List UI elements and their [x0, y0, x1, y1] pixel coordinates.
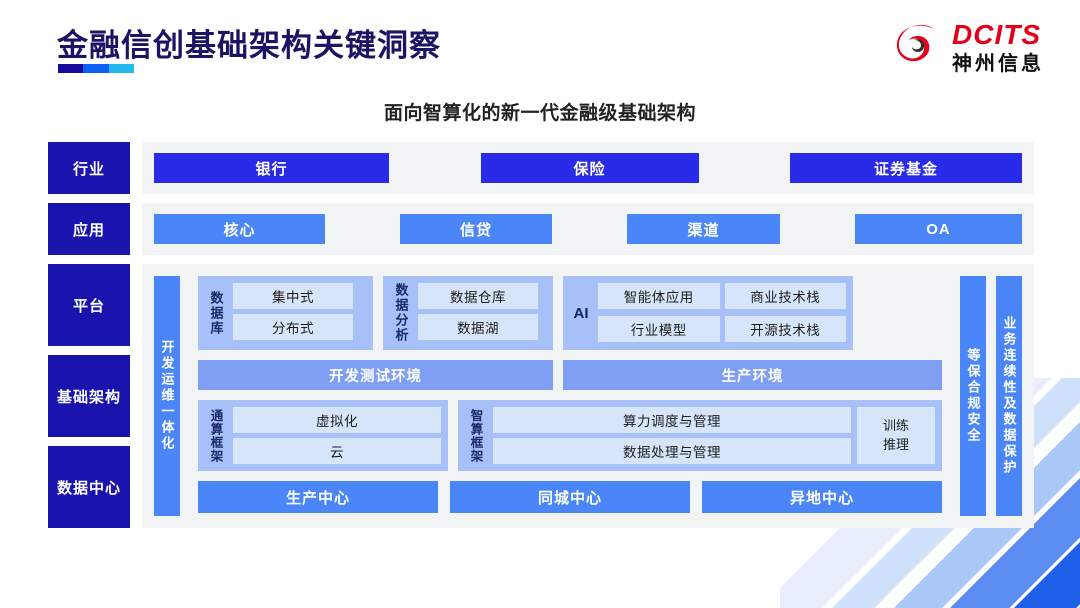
cell-inference-label: 推理: [882, 436, 909, 452]
main-architecture-panel: 开发运维一体化 数据库 集中式 分布式 数据分析: [142, 264, 1034, 528]
capability-groups-row: 数据库 集中式 分布式 数据分析 数据仓库 数据湖: [198, 276, 942, 350]
row-label-application: 应用: [48, 203, 130, 255]
platform-infra-datacenter-block: 平台 基础架构 数据中心 开发运维一体化 数据库 集中式 分布式: [48, 264, 1034, 528]
framework-intelligent-compute: 智算框架 算力调度与管理 数据处理与管理 训练 推理: [458, 400, 942, 471]
row-label-infrastructure: 基础架构: [48, 355, 130, 437]
group-cells-database: 集中式 分布式: [233, 283, 366, 343]
environment-dev-test[interactable]: 开发测试环境: [198, 360, 553, 390]
cell-centralized[interactable]: 集中式: [233, 283, 353, 309]
group-cells-ai: 智能体应用 商业技术栈 行业模型 开源技术栈: [598, 283, 846, 343]
group-ai: AI 智能体应用 商业技术栈 行业模型 开源技术栈: [563, 276, 853, 350]
application-item-credit[interactable]: 信贷: [400, 214, 552, 244]
panel-center-column: 数据库 集中式 分布式 数据分析 数据仓库 数据湖: [198, 276, 942, 516]
center-remote[interactable]: 异地中心: [702, 481, 942, 513]
cell-training-inference[interactable]: 训练 推理: [857, 407, 935, 464]
group-title-data-analytics: 数据分析: [393, 283, 409, 343]
title-underline-rule: [58, 64, 134, 73]
row-label-industry: 行业: [48, 142, 130, 194]
framework-inner-intelligent-compute: 算力调度与管理 数据处理与管理 训练 推理: [493, 407, 935, 464]
application-item-channel[interactable]: 渠道: [627, 214, 780, 244]
brand-logo: DCITS 神州信息: [890, 20, 1044, 74]
datacenter-centers-row: 生产中心 同城中心 异地中心: [198, 481, 942, 513]
rule-segment-1: [58, 64, 84, 73]
stacked-row-labels: 平台 基础架构 数据中心: [48, 264, 130, 528]
vertical-bar-compliance-security[interactable]: 等保合规安全: [960, 276, 986, 516]
frameworks-row: 通算框架 虚拟化 云 智算框架 算力调度与管理 数据处理与: [198, 400, 942, 471]
rule-segment-3: [108, 64, 134, 73]
rule-segment-2: [83, 64, 109, 73]
cell-training-label: 训练: [882, 417, 909, 433]
cell-commercial-tech-stack[interactable]: 商业技术栈: [724, 283, 846, 309]
environments-row: 开发测试环境 生产环境: [198, 360, 942, 390]
group-data-analytics: 数据分析 数据仓库 数据湖: [383, 276, 553, 350]
cell-industry-model[interactable]: 行业模型: [598, 315, 720, 342]
framework-cells-intelligent-compute: 算力调度与管理 数据处理与管理: [493, 407, 851, 464]
subtitle: 面向智算化的新一代金融级基础架构: [383, 103, 696, 124]
logo-chinese: 神州信息: [952, 52, 1044, 75]
industry-item-securities-fund[interactable]: 证券基金: [790, 153, 1022, 183]
cell-cloud[interactable]: 云: [233, 438, 441, 464]
application-row: 应用 核心 信贷 渠道 OA: [48, 203, 1034, 255]
application-item-oa[interactable]: OA: [855, 214, 1022, 244]
industry-item-insurance[interactable]: 保险: [480, 153, 699, 183]
row-label-datacenter: 数据中心: [48, 446, 130, 528]
dcits-swirl-logo-icon: [890, 20, 944, 74]
architecture-diagram: 行业 银行 保险 证券基金 应用 核心 信贷 渠道 OA 平台 基础架构 数据中…: [48, 142, 1034, 528]
center-production[interactable]: 生产中心: [198, 481, 438, 513]
cell-distributed[interactable]: 分布式: [233, 314, 353, 340]
environment-production[interactable]: 生产环境: [563, 360, 942, 390]
cell-data-processing-management[interactable]: 数据处理与管理: [493, 438, 851, 464]
framework-title-general-compute: 通算框架: [208, 408, 223, 463]
cell-open-source-tech-stack[interactable]: 开源技术栈: [724, 315, 846, 342]
cell-compute-scheduling-management[interactable]: 算力调度与管理: [493, 407, 851, 433]
application-row-body: 核心 信贷 渠道 OA: [142, 203, 1034, 255]
industry-row-body: 银行 保险 证券基金: [142, 142, 1034, 194]
group-title-database: 数据库: [208, 290, 224, 336]
page-title: 金融信创基础架构关键洞察: [57, 28, 441, 63]
framework-general-compute: 通算框架 虚拟化 云: [198, 400, 448, 471]
logo-text: DCITS 神州信息: [952, 18, 1044, 75]
group-database: 数据库 集中式 分布式: [198, 276, 373, 350]
group-cells-data-analytics: 数据仓库 数据湖: [418, 283, 546, 343]
vertical-bar-business-continuity-data-protection[interactable]: 业务连续性及数据保护: [996, 276, 1022, 516]
vertical-bar-devops[interactable]: 开发运维一体化: [154, 276, 180, 516]
cell-data-lake[interactable]: 数据湖: [418, 314, 538, 340]
framework-cells-general-compute: 虚拟化 云: [233, 407, 441, 464]
cell-agent-application[interactable]: 智能体应用: [598, 283, 720, 309]
center-same-city[interactable]: 同城中心: [450, 481, 690, 513]
application-item-core[interactable]: 核心: [154, 214, 325, 244]
row-label-platform: 平台: [48, 264, 130, 346]
cell-data-warehouse[interactable]: 数据仓库: [418, 283, 538, 309]
cell-virtualization[interactable]: 虚拟化: [233, 407, 441, 433]
group-title-ai: AI: [573, 304, 589, 322]
logo-english: DCITS: [952, 18, 1041, 50]
industry-item-bank[interactable]: 银行: [154, 153, 389, 183]
framework-title-intelligent-compute: 智算框架: [468, 408, 483, 463]
industry-row: 行业 银行 保险 证券基金: [48, 142, 1034, 194]
